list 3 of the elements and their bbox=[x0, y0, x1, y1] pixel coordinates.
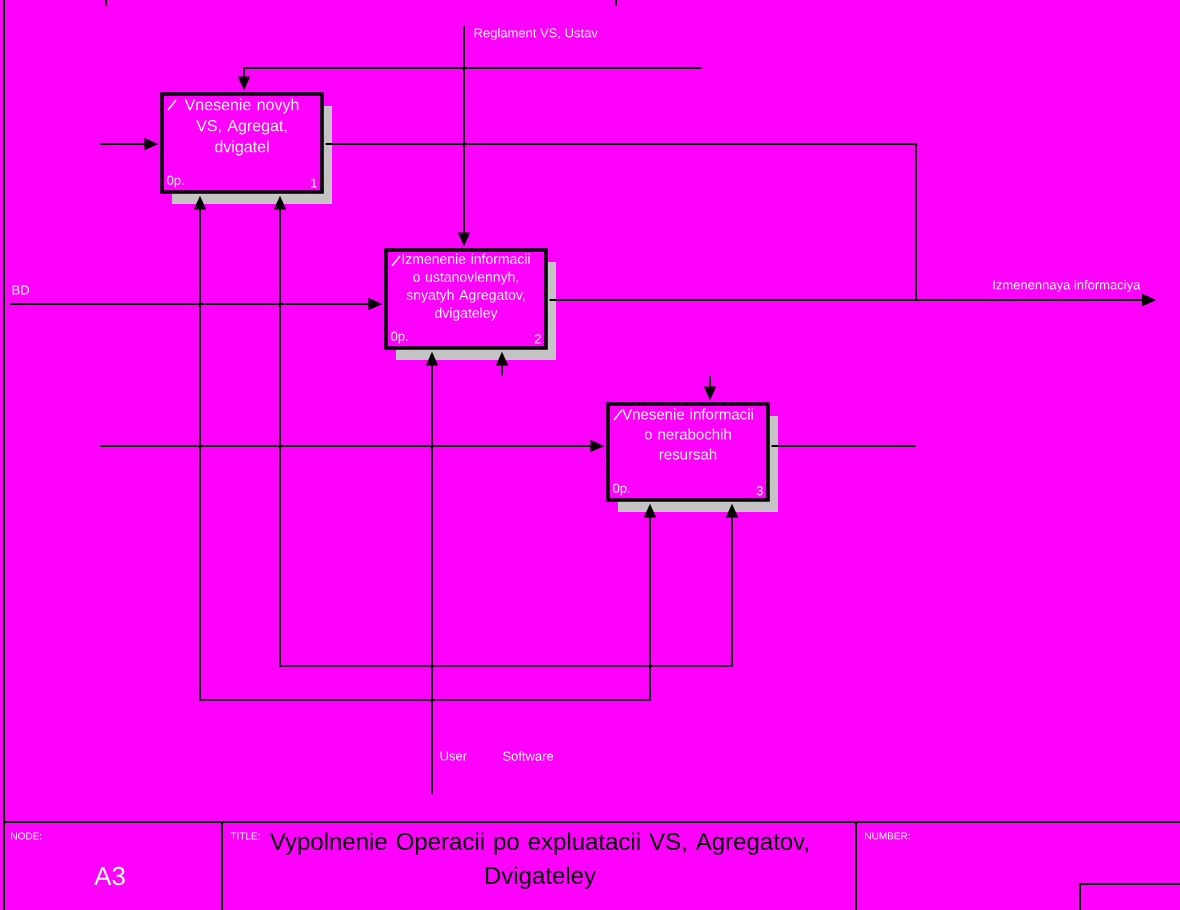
connector-line bbox=[770, 445, 917, 447]
diagram-title: Vypolnenie Operacii po expluatacii VS, Agregatov, Dvigateley bbox=[269, 832, 808, 889]
node-code: A3 bbox=[94, 866, 125, 886]
